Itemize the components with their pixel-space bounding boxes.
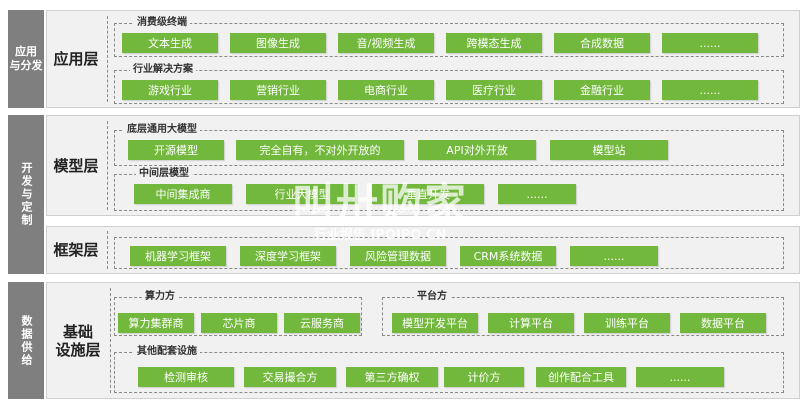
pill-marketing-industry: 营销行业 (230, 80, 326, 100)
pill-more: ...... (662, 80, 758, 100)
side-label-app: 应用 与分发 (8, 10, 44, 108)
group-box-industry (114, 70, 784, 104)
pill-trade-matching: 交易撮合方 (244, 367, 336, 387)
pill-api-open: API对外开放 (418, 140, 536, 160)
pill-more: ...... (636, 367, 724, 387)
group-box-frameworks (114, 237, 784, 269)
pill-dl-framework: 深度学习框架 (240, 246, 336, 266)
divider (107, 231, 108, 269)
group-label-compute: 算力方 (142, 291, 178, 303)
pill-av-generation: 音/视频生成 (338, 33, 434, 53)
pill-vertical-development: 垂直开发 (372, 184, 484, 204)
side-label-data: 数据供给 (8, 282, 44, 399)
group-label-consumer: 消费级终端 (134, 17, 190, 29)
group-box-supporting-facilities (114, 352, 784, 393)
pill-medical-industry: 医疗行业 (446, 80, 542, 100)
pill-risk-data: 风险管理数据 (350, 246, 446, 266)
side-label-devcustom: 开发与定制 (8, 115, 44, 274)
group-box-compute (114, 297, 362, 336)
group-label-base-models: 底层通用大模型 (124, 124, 200, 136)
layer-title-framework: 框架层 (53, 241, 99, 259)
pill-data-platform: 数据平台 (680, 313, 766, 333)
pill-crossmodal-generation: 跨模态生成 (446, 33, 542, 53)
divider (107, 16, 108, 102)
pill-gaming-industry: 游戏行业 (122, 80, 218, 100)
pill-cloud-provider: 云服务商 (284, 313, 360, 333)
pill-creation-tools: 创作配合工具 (536, 367, 626, 387)
pill-model-dev-platform: 模型开发平台 (392, 313, 478, 333)
pill-text-generation: 文本生成 (122, 33, 218, 53)
pill-crm-data: CRM系统数据 (460, 246, 556, 266)
group-label-supporting-facilities: 其他配套设施 (134, 346, 200, 358)
layer-title-model: 模型层 (53, 156, 99, 175)
pill-compute-cluster: 算力集群商 (118, 313, 194, 333)
pill-more: ...... (498, 184, 576, 204)
layer-title-app: 应用层 (53, 50, 99, 68)
pill-pricing-party: 计价方 (444, 367, 524, 387)
pill-middle-integrators: 中间集成商 (134, 184, 232, 204)
pill-finance-industry: 金融行业 (554, 80, 650, 100)
group-label-platform: 平台方 (414, 291, 450, 303)
pill-ml-framework: 机器学习框架 (130, 246, 226, 266)
group-box-middle-models (114, 174, 784, 211)
divider (107, 121, 108, 210)
pill-more: ...... (570, 246, 658, 266)
pill-synthetic-data: 合成数据 (554, 33, 650, 53)
pill-open-source-models: 开源模型 (128, 140, 224, 160)
pill-model-station: 模型站 (550, 140, 668, 160)
pill-fully-proprietary: 完全自有，不对外开放的 (236, 140, 404, 160)
group-label-middle-models: 中间层模型 (136, 168, 192, 180)
layer-title-infrastructure: 基础 设施层 (55, 322, 101, 359)
pill-inspection-audit: 检测审核 (138, 367, 234, 387)
group-box-consumer (114, 23, 784, 57)
pill-image-generation: 图像生成 (230, 33, 326, 53)
pill-third-party-rights: 第三方确权 (346, 367, 438, 387)
pill-more: ...... (662, 33, 758, 53)
group-label-industry: 行业解决方案 (130, 64, 196, 76)
pill-training-platform: 训练平台 (584, 313, 670, 333)
pill-industry-models: 行业大模型 (246, 184, 358, 204)
divider (110, 288, 111, 393)
group-box-base-models (114, 130, 784, 166)
pill-chip-vendor: 芯片商 (201, 313, 277, 333)
pill-compute-platform: 计算平台 (488, 313, 574, 333)
pill-ecommerce-industry: 电商行业 (338, 80, 434, 100)
group-box-platform (382, 297, 784, 336)
